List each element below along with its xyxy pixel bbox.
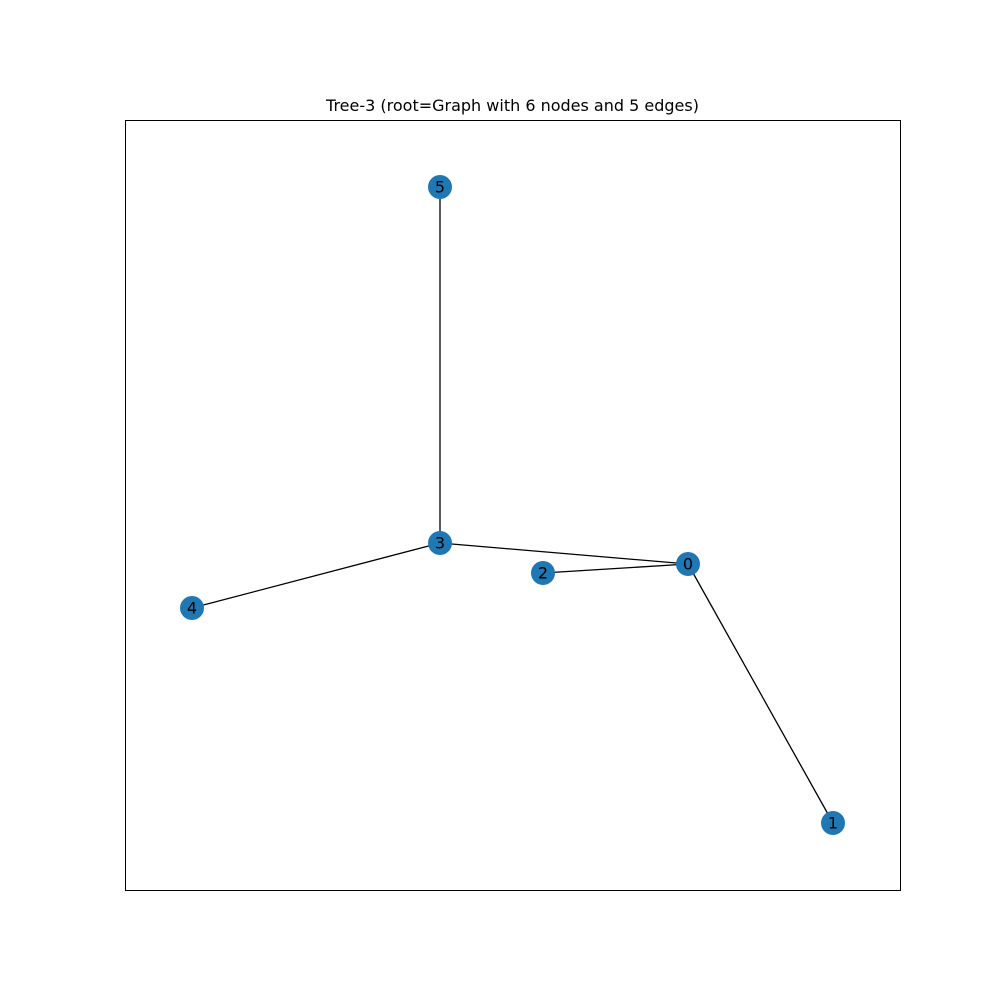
node-circle — [531, 561, 555, 585]
node-label: 0 — [683, 555, 693, 574]
edge-0-1 — [687, 563, 834, 824]
node-circle — [428, 531, 452, 555]
node-circle — [428, 175, 452, 199]
node-layer: 0 1 2 3 4 5 — [180, 175, 845, 835]
node-3: 3 — [428, 531, 452, 555]
node-5: 5 — [428, 175, 452, 199]
diagram-title: Tree-3 (root=Graph with 6 nodes and 5 ed… — [326, 96, 699, 115]
node-label: 2 — [538, 564, 548, 583]
node-2: 2 — [531, 561, 555, 585]
node-circle — [676, 552, 700, 576]
node-circle — [821, 811, 845, 835]
node-label: 1 — [828, 814, 838, 833]
node-label: 3 — [435, 534, 445, 553]
plot-frame — [125, 120, 901, 891]
node-label: 5 — [435, 178, 445, 197]
node-label: 4 — [187, 599, 197, 618]
edge-3-0 — [439, 542, 689, 565]
node-4: 4 — [180, 596, 204, 620]
node-1: 1 — [821, 811, 845, 835]
edge-layer — [191, 187, 834, 824]
edge-3-4 — [191, 542, 441, 609]
node-circle — [180, 596, 204, 620]
node-0: 0 — [676, 552, 700, 576]
edge-2-0 — [542, 563, 689, 574]
